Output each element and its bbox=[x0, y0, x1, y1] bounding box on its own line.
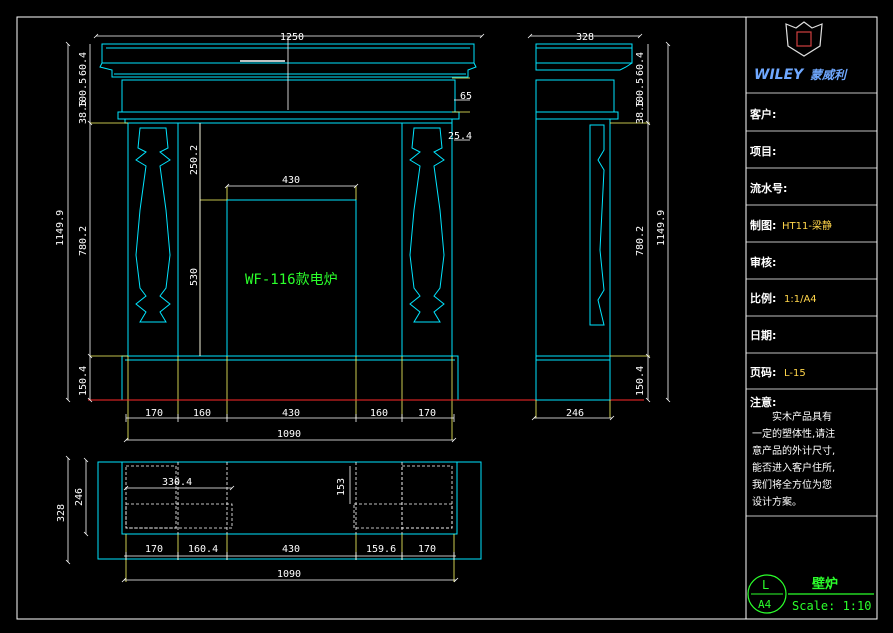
notes-line-1: 一定的塑体性,请注 bbox=[752, 427, 835, 440]
front-seg-3: 160 bbox=[370, 408, 388, 419]
sheet-size: A4 bbox=[758, 598, 772, 611]
product-label: WF-116款电炉 bbox=[245, 272, 338, 288]
front-view: 1250 430 65 25.4 1149.9 780.2 150.4 60.4… bbox=[55, 32, 644, 443]
row-page-value: L-15 bbox=[784, 368, 806, 379]
plan-seg-3: 159.6 bbox=[366, 544, 396, 555]
front-stack-1: 100.5 bbox=[78, 78, 89, 108]
front-seg-0: 170 bbox=[145, 408, 163, 419]
row-drafter-label: 制图: bbox=[750, 218, 776, 232]
row-customer-label: 客户: bbox=[749, 107, 776, 121]
front-opening-lower: 530 bbox=[189, 268, 200, 286]
title-block: WILEY 蒙威利 客户: 项目: 流水号: 制图: HT11-梁静 审核: 比… bbox=[745, 16, 878, 620]
notes-line-3: 能否进入客户住所, bbox=[752, 461, 835, 474]
side-hearth-height: 150.4 bbox=[635, 366, 646, 396]
plan-seg-0: 170 bbox=[145, 544, 163, 555]
row-scale-value: 1:1/A4 bbox=[784, 294, 817, 305]
side-upper-height: 780.2 bbox=[635, 226, 646, 256]
front-opening-upper: 250.2 bbox=[189, 145, 200, 175]
row-serial-label: 流水号: bbox=[750, 181, 787, 195]
left-column bbox=[127, 122, 179, 357]
brand-logo-icon bbox=[785, 21, 823, 57]
scale-text: Scale: 1:10 bbox=[792, 599, 871, 613]
plan-inner-left-width: 330.4 bbox=[162, 477, 192, 488]
side-view: 328 246 1149.9 780.2 150.4 60.4 100.5 38… bbox=[527, 32, 671, 421]
plan-seg-2: 430 bbox=[282, 544, 300, 555]
hearth-base bbox=[121, 355, 459, 401]
mantel-frieze bbox=[121, 79, 456, 113]
front-bottom-ticks bbox=[125, 414, 455, 422]
row-page-label: 页码: bbox=[750, 366, 776, 379]
front-cap-dim: 65 bbox=[460, 91, 472, 102]
mantel-cornice bbox=[99, 62, 477, 78]
notes-line-5: 设计方案。 bbox=[752, 495, 802, 508]
row-project-label: 项目: bbox=[750, 145, 776, 158]
side-top-width: 328 bbox=[576, 32, 594, 43]
sheet-letter: L bbox=[762, 578, 769, 592]
plan-inner-right-depth: 153 bbox=[336, 478, 347, 496]
side-stack-1: 100.5 bbox=[635, 78, 646, 108]
notes-title: 注意: bbox=[750, 395, 776, 409]
front-stack-0: 60.4 bbox=[78, 52, 89, 76]
front-frieze-dim: 25.4 bbox=[448, 131, 472, 142]
plan-view: 328 246 330.4 153 170 160.4 430 159.6 17… bbox=[56, 455, 482, 583]
front-opening-width: 430 bbox=[282, 175, 300, 186]
front-stack-2: 38.5 bbox=[78, 100, 89, 124]
side-bottom-width: 246 bbox=[566, 408, 584, 419]
front-total-height: 1149.9 bbox=[55, 210, 66, 246]
side-stack-0: 60.4 bbox=[635, 52, 646, 76]
plan-bottom-total: 1090 bbox=[277, 569, 301, 580]
front-seg-4: 170 bbox=[418, 408, 436, 419]
front-top-width: 1250 bbox=[280, 32, 304, 43]
side-stack-2: 38.5 bbox=[635, 100, 646, 124]
notes-line-2: 意产品的外计尺寸, bbox=[752, 444, 835, 457]
row-scale-label: 比例: bbox=[750, 291, 776, 305]
row-drafter-value: HT11-梁静 bbox=[782, 219, 832, 232]
plan-inner-depth: 246 bbox=[74, 488, 85, 506]
row-review-label: 审核: bbox=[750, 255, 776, 269]
plan-bottom-ticks bbox=[125, 552, 455, 560]
front-bottom-total: 1090 bbox=[277, 429, 301, 440]
brand-name: WILEY bbox=[754, 67, 805, 83]
front-seg-2: 430 bbox=[282, 408, 300, 419]
notes-line-4: 我们将全方位为您 bbox=[752, 478, 832, 491]
plan-seg-4: 170 bbox=[418, 544, 436, 555]
brand-name-cn: 蒙威利 bbox=[810, 68, 848, 82]
front-seg-1: 160 bbox=[193, 408, 211, 419]
side-total-height: 1149.9 bbox=[656, 210, 667, 246]
sheet-badge bbox=[747, 574, 787, 614]
sheet-border bbox=[16, 16, 878, 620]
drawing-title: 壁炉 bbox=[812, 576, 838, 592]
front-upper-height: 780.2 bbox=[78, 226, 89, 256]
row-date-label: 日期: bbox=[750, 328, 776, 342]
front-hearth-height: 150.4 bbox=[78, 366, 89, 396]
plan-outer-depth: 328 bbox=[56, 504, 67, 522]
notes-line-0: 实木产品具有 bbox=[772, 410, 832, 423]
right-column bbox=[401, 122, 453, 357]
plan-seg-1: 160.4 bbox=[188, 544, 218, 555]
side-profile bbox=[535, 119, 611, 357]
